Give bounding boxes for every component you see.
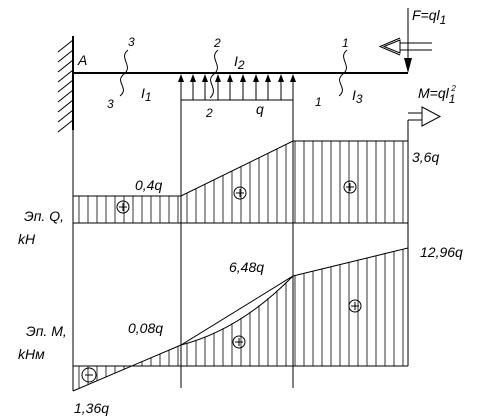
shear-value-label-1: 0,4q <box>135 177 162 193</box>
shear-title: Эп. Q, <box>24 208 64 224</box>
moment-plus-sign-1 <box>232 335 246 349</box>
segment-label-2: I2 <box>234 53 245 72</box>
section-mark-1-top: 1 <box>342 36 349 50</box>
beam-scheme: A 3 3 2 2 1 1 I1 I2 I3 q <box>57 7 456 133</box>
moment-label: M=ql12 <box>418 84 456 106</box>
distributed-load <box>178 74 296 101</box>
section-mark-1-bottom: 1 <box>315 95 322 109</box>
moment-value-label-4: 12,96q <box>420 244 463 260</box>
section-mark-3-top: 3 <box>128 35 135 49</box>
shear-units: kH <box>18 231 36 247</box>
moment-minus-sign <box>81 367 97 383</box>
moment-diagram: 1,36q 0,08q 6,48q 12,96q Эп. M, kHм <box>18 244 463 416</box>
force-label: F=ql1 <box>412 7 446 27</box>
moment-curve-segment <box>180 275 294 346</box>
section-mark-2-top: 2 <box>213 36 221 50</box>
moment-arrow-bottom <box>408 106 442 127</box>
shear-plus-sign-2 <box>233 186 247 200</box>
load-q-label: q <box>256 101 264 117</box>
section-mark-3-bottom: 3 <box>107 97 114 111</box>
moment-plus-sign-2 <box>348 299 362 313</box>
moment-value-label-1: 1,36q <box>74 400 109 416</box>
shear-plus-sign-1 <box>116 200 130 214</box>
moment-units: kHм <box>18 346 45 362</box>
segment-label-3: I3 <box>352 87 363 106</box>
moment-hatching <box>78 249 404 389</box>
shear-hatching <box>78 141 404 223</box>
section-cut-3 <box>119 49 129 97</box>
shear-outline <box>72 140 409 223</box>
segment-label-1: I1 <box>141 85 152 104</box>
section-cut-1 <box>338 49 348 97</box>
moment-value-label-2: 0,08q <box>128 320 163 336</box>
moment-title: Эп. M, <box>26 323 67 339</box>
section-cut-2 <box>209 49 219 99</box>
force-arrow <box>404 8 412 73</box>
support-label: A <box>77 52 87 68</box>
moment-value-label-3: 6,48q <box>229 259 264 275</box>
moment-arrow-top <box>378 37 432 56</box>
shear-diagram: 0,4q 3,6q Эп. Q, kH <box>18 140 439 247</box>
shear-plus-sign-3 <box>343 180 357 194</box>
shear-value-label-2: 3,6q <box>412 149 439 165</box>
section-mark-2-bottom: 2 <box>205 106 213 120</box>
fixed-support <box>57 36 74 133</box>
